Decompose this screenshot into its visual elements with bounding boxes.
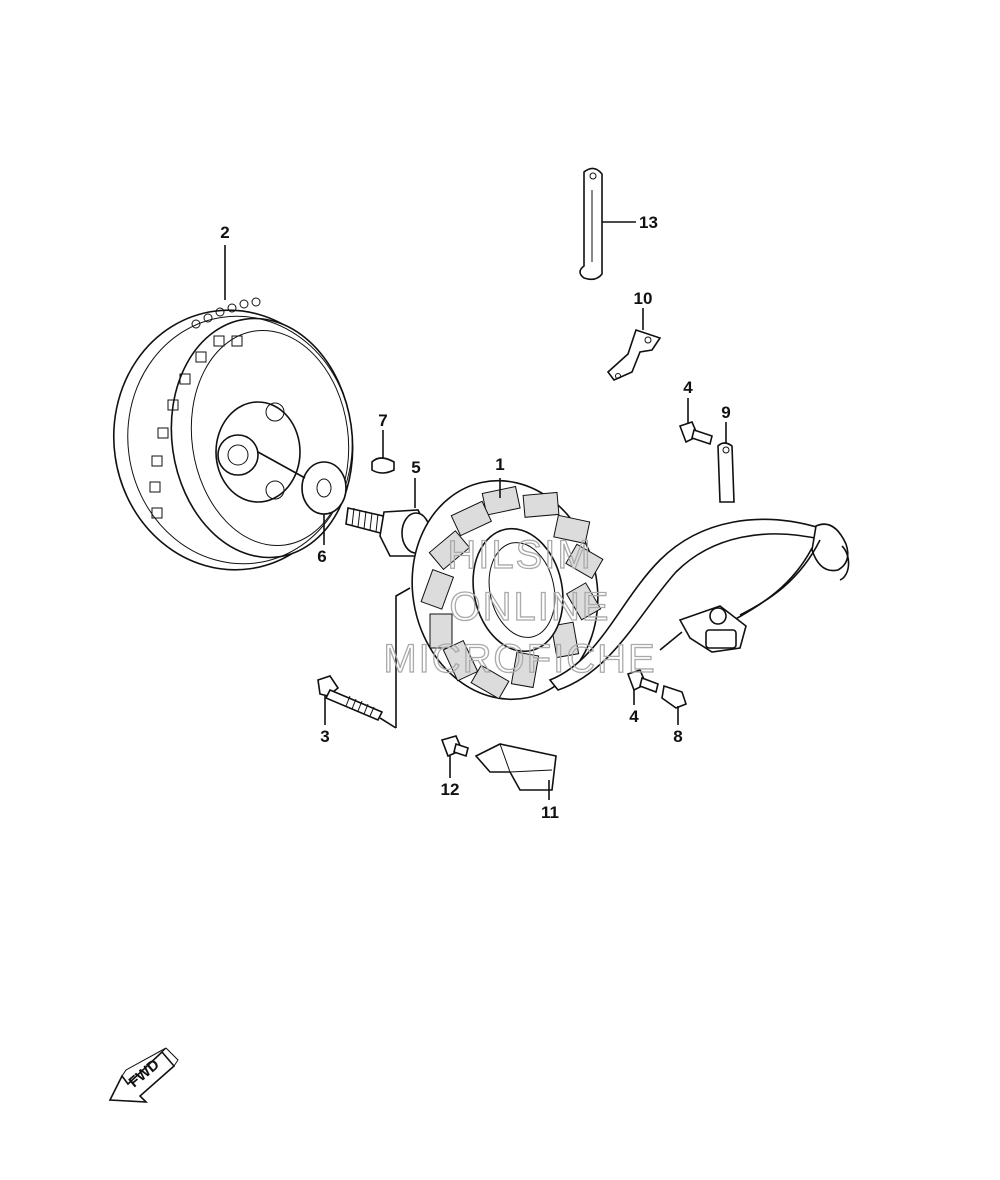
watermark-line-3: MICROFICHE xyxy=(383,637,656,681)
screw-part-4-lower[interactable] xyxy=(626,669,659,705)
callout-8: 8 xyxy=(673,727,682,746)
washer-part-6[interactable] xyxy=(257,451,347,545)
callout-12: 12 xyxy=(441,780,460,799)
callout-4-upper: 4 xyxy=(683,378,693,397)
callout-5: 5 xyxy=(411,458,420,477)
callout-13: 13 xyxy=(639,213,658,232)
wire-harness[interactable] xyxy=(548,518,850,691)
fwd-arrow-icon: FWD xyxy=(108,1047,179,1103)
clamp-part-9[interactable] xyxy=(717,422,735,503)
stator-part-1[interactable] xyxy=(392,463,618,716)
screw-part-4-upper[interactable] xyxy=(678,398,713,446)
watermark-line-1: HILSIM xyxy=(447,533,592,577)
callout-11: 11 xyxy=(541,803,559,822)
callout-3: 3 xyxy=(320,727,329,746)
callout-1: 1 xyxy=(495,455,504,474)
clamp-part-10[interactable] xyxy=(606,308,662,381)
key-part-7[interactable] xyxy=(371,430,395,474)
callout-9: 9 xyxy=(721,403,730,422)
watermark: HILSIM ONLINE MICROFICHE xyxy=(383,532,656,681)
watermark-line-2: ONLINE xyxy=(450,585,611,629)
callout-2: 2 xyxy=(220,223,229,242)
screw-part-12[interactable] xyxy=(440,735,469,778)
clamp-part-13[interactable] xyxy=(579,167,636,281)
callout-6: 6 xyxy=(317,547,326,566)
clamp-part-8[interactable] xyxy=(661,684,687,725)
screw-part-3[interactable] xyxy=(317,587,411,729)
callout-4-lower: 4 xyxy=(629,707,639,726)
cover-part-11[interactable] xyxy=(474,743,557,800)
callout-10: 10 xyxy=(634,289,653,308)
rotor-part-2[interactable] xyxy=(97,245,368,585)
callout-7: 7 xyxy=(378,411,387,430)
